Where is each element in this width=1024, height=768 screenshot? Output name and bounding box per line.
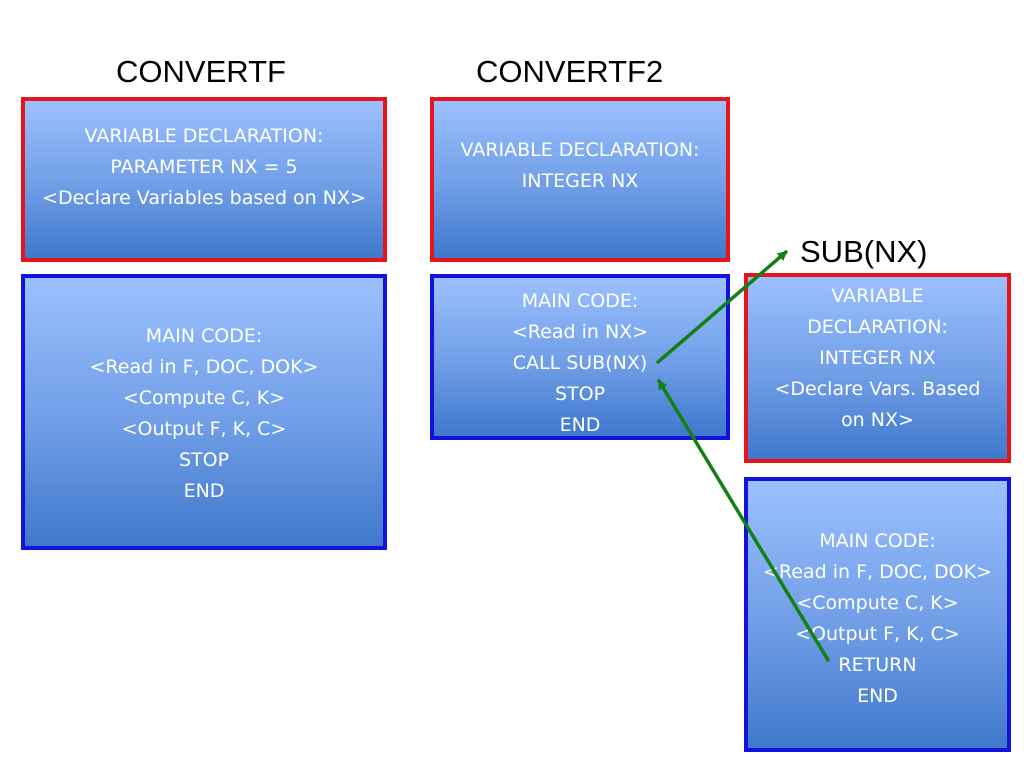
sub-main-line: RETURN [838, 654, 917, 676]
convertf2-main-line: CALL SUB(NX) [512, 352, 648, 374]
convertf-main-line: <Compute C, K> [122, 387, 286, 409]
convertf2-main-line: <Read in NX> [511, 321, 649, 343]
sub-main-box: MAIN CODE: <Read in F, DOC, DOK> <Comput… [744, 477, 1011, 752]
convertf-main-line: MAIN CODE: [145, 325, 263, 347]
convertf2-title: CONVERTF2 [476, 54, 664, 89]
convertf2-main-line: END [559, 414, 601, 436]
convertf2-main-line: STOP [554, 383, 606, 405]
convertf-declaration-line: PARAMETER NX = 5 [110, 156, 298, 178]
sub-declaration-box: VARIABLE DECLARATION: INTEGER NX <Declar… [744, 273, 1011, 463]
convertf2-declaration-box: VARIABLE DECLARATION: INTEGER NX [430, 97, 730, 262]
convertf-declaration-box: VARIABLE DECLARATION: PARAMETER NX = 5 <… [21, 97, 387, 262]
convertf-title: CONVERTF [116, 54, 286, 89]
sub-main-line: <Output F, K, C> [795, 623, 960, 645]
convertf-main-line: <Output F, K, C> [121, 418, 287, 440]
sub-declaration-line: INTEGER NX [819, 347, 936, 369]
sub-title: SUB(NX) [800, 234, 928, 269]
return-arrow [657, 379, 830, 662]
convertf-declaration-line: <Declare Variables based on NX> [42, 187, 366, 209]
sub-main-line: <Read in F, DOC, DOK> [763, 561, 992, 583]
convertf-main-line: END [183, 480, 225, 502]
sub-declaration-line: DECLARATION: [807, 316, 948, 338]
convertf-declaration-line: VARIABLE DECLARATION: [84, 125, 324, 147]
sub-declaration-line: VARIABLE [831, 285, 924, 307]
convertf-main-line: STOP [178, 449, 230, 471]
convertf-main-box: MAIN CODE: <Read in F, DOC, DOK> <Comput… [21, 274, 387, 550]
convertf2-declaration-line: INTEGER NX [521, 170, 639, 192]
sub-declaration-line: <Declare Vars. Based on NX> [774, 378, 981, 431]
sub-main-line: END [857, 685, 898, 707]
sub-main-line: <Compute C, K> [796, 592, 959, 614]
convertf2-main-line: MAIN CODE: [521, 290, 639, 312]
sub-main-line: MAIN CODE: [819, 530, 936, 552]
call-arrow [656, 250, 788, 364]
convertf2-declaration-line: VARIABLE DECLARATION: [460, 139, 700, 161]
convertf-main-line: <Read in F, DOC, DOK> [89, 356, 319, 378]
